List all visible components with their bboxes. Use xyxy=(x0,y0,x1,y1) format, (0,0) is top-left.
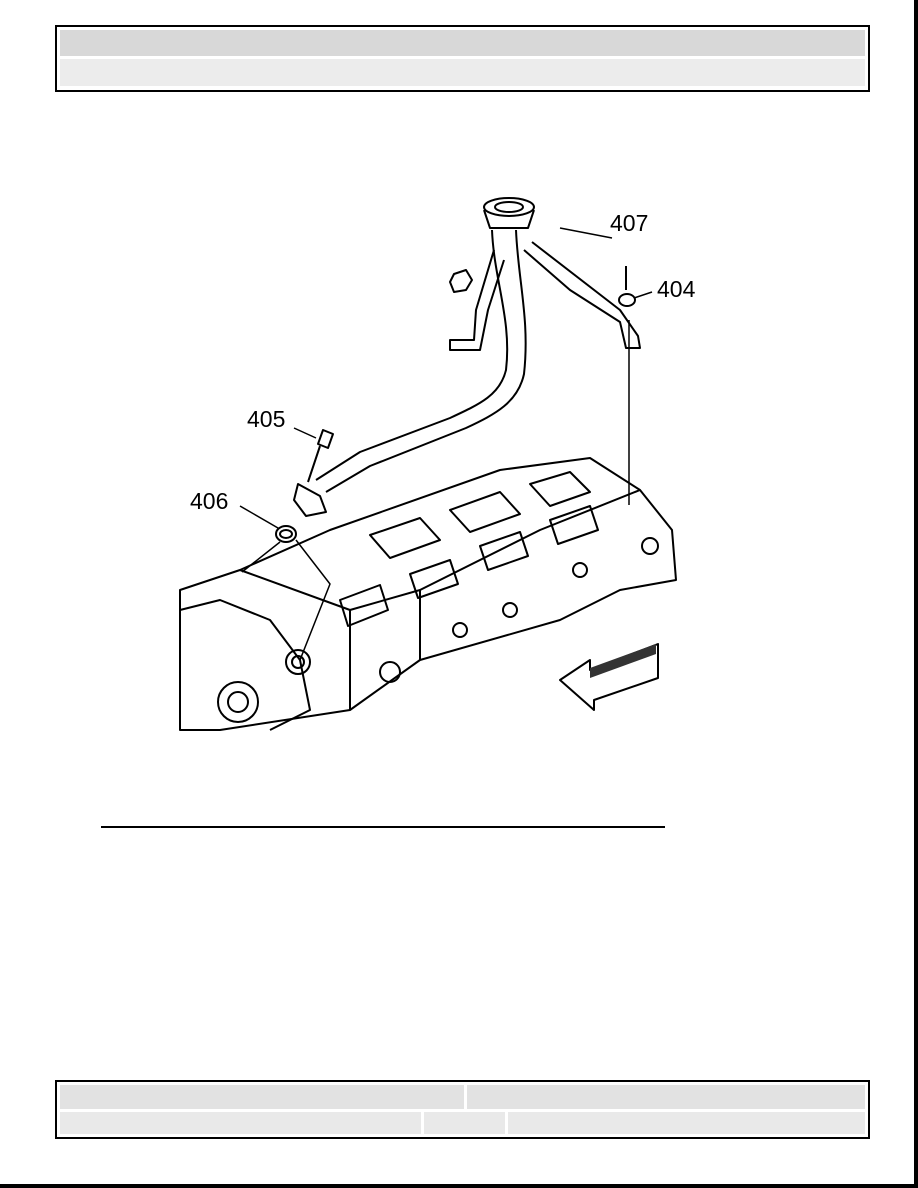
engine-illustration: 407 404 405 406 xyxy=(120,190,740,735)
footer-cell-3 xyxy=(60,1112,421,1134)
footer-cell-2 xyxy=(467,1085,865,1109)
callout-406: 406 xyxy=(190,488,229,514)
oil-fill-tube-diagram xyxy=(179,197,677,731)
callout-407: 407 xyxy=(610,210,649,236)
page-header xyxy=(55,25,870,92)
footer-cell-4 xyxy=(424,1112,505,1134)
callout-404: 404 xyxy=(657,276,696,302)
header-title-bar xyxy=(60,30,865,57)
callout-405: 405 xyxy=(247,406,286,432)
footer-cell-1 xyxy=(60,1085,464,1109)
separator-rule xyxy=(101,826,665,828)
footer-cell-5 xyxy=(508,1112,865,1134)
header-subtitle-bar xyxy=(60,59,865,86)
page-footer xyxy=(55,1080,870,1139)
